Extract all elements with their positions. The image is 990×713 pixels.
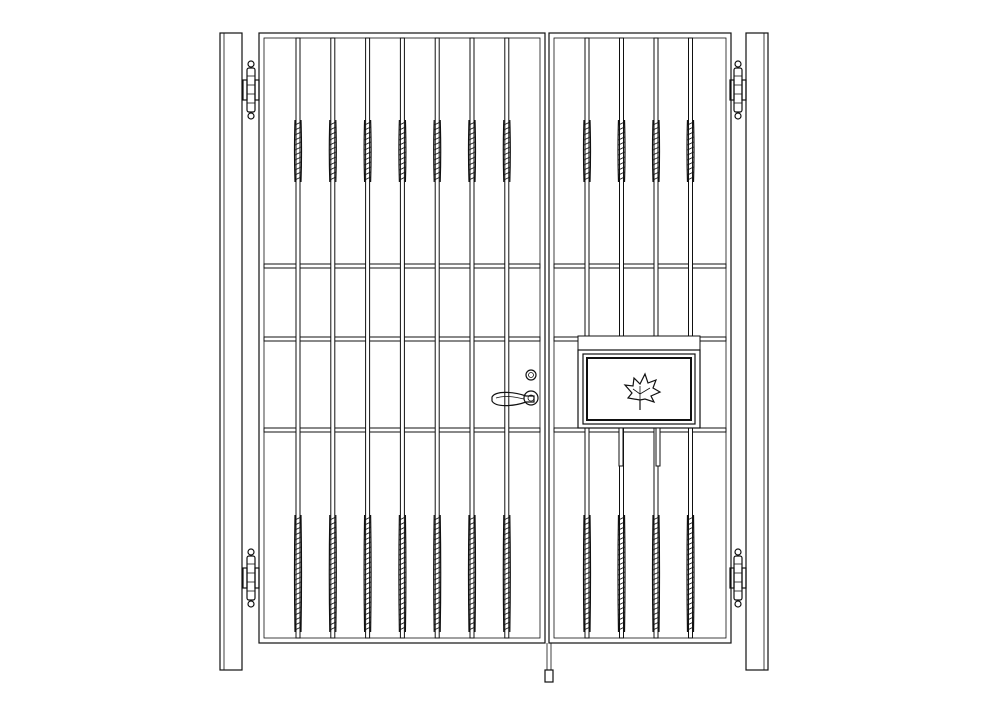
hinge-icon bbox=[729, 60, 747, 120]
right-leaf bbox=[548, 32, 732, 644]
twisted-section bbox=[582, 514, 592, 633]
twisted-section bbox=[502, 514, 511, 633]
vertical-bar bbox=[502, 37, 511, 639]
twisted-section bbox=[686, 119, 695, 183]
twisted-section bbox=[582, 119, 592, 183]
vertical-bar bbox=[363, 37, 372, 639]
horizontal-rail bbox=[553, 263, 727, 269]
horizontal-rail bbox=[553, 427, 727, 433]
hinge-icon bbox=[242, 548, 260, 608]
twisted-section bbox=[651, 119, 661, 183]
twisted-section bbox=[328, 514, 337, 633]
right-post bbox=[745, 32, 769, 671]
twisted-section bbox=[398, 514, 407, 633]
mailbox[interactable] bbox=[577, 335, 701, 467]
hinges bbox=[242, 60, 747, 608]
twisted-section bbox=[328, 119, 337, 183]
twisted-section bbox=[363, 119, 372, 183]
twisted-section bbox=[502, 119, 511, 183]
twisted-section bbox=[293, 514, 303, 633]
twisted-section bbox=[398, 119, 407, 183]
door-handle-icon[interactable] bbox=[491, 369, 539, 407]
twisted-section bbox=[467, 514, 477, 633]
twisted-section bbox=[433, 119, 442, 183]
twisted-section bbox=[617, 119, 626, 183]
left-leaf-bars bbox=[293, 37, 511, 639]
hinge-icon bbox=[242, 60, 260, 120]
left-leaf bbox=[258, 32, 546, 644]
twisted-section bbox=[363, 514, 372, 633]
vertical-bar bbox=[293, 37, 303, 639]
maple-leaf-icon bbox=[623, 372, 662, 410]
drop-bolt bbox=[544, 643, 554, 683]
vertical-bar bbox=[328, 37, 337, 639]
vertical-bar bbox=[433, 37, 442, 639]
vertical-bar bbox=[651, 37, 661, 639]
twisted-section bbox=[467, 119, 477, 183]
twisted-section bbox=[433, 514, 442, 633]
right-leaf-bars bbox=[582, 37, 695, 639]
twisted-section bbox=[651, 514, 661, 633]
left-post bbox=[219, 32, 243, 671]
vertical-bar bbox=[398, 37, 407, 639]
twisted-section bbox=[617, 514, 626, 633]
vertical-bar bbox=[467, 37, 477, 639]
twisted-section bbox=[293, 119, 303, 183]
twisted-section bbox=[686, 514, 695, 633]
hinge-icon bbox=[729, 548, 747, 608]
